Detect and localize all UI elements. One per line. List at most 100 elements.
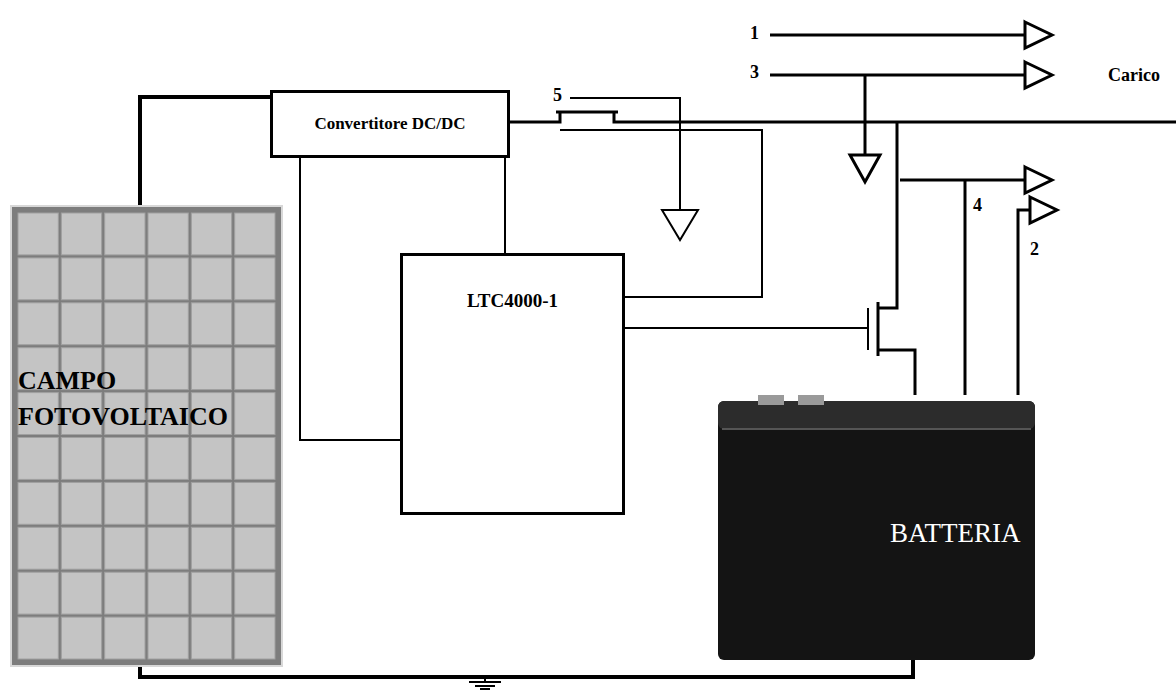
probe-triangle bbox=[1025, 62, 1052, 88]
pv-cell bbox=[148, 617, 188, 659]
pv-cell bbox=[18, 572, 58, 614]
pv-cell bbox=[148, 527, 188, 569]
pv-cell bbox=[235, 393, 275, 435]
box-title: Convertitore DC/DC bbox=[314, 114, 465, 134]
pv-cell bbox=[61, 617, 101, 659]
probe-wire bbox=[964, 180, 967, 395]
probe-triangle bbox=[850, 155, 880, 182]
pv-cell bbox=[61, 438, 101, 480]
battery-terminal bbox=[758, 395, 784, 405]
pv-cell bbox=[18, 482, 58, 524]
pv-cell bbox=[18, 438, 58, 480]
pv-cell bbox=[105, 258, 145, 300]
pv-cell bbox=[18, 303, 58, 345]
probe-triangle bbox=[1030, 197, 1057, 223]
mosfet-gate bbox=[867, 308, 869, 350]
pv-cell bbox=[191, 527, 231, 569]
pv-cell bbox=[61, 527, 101, 569]
array-title: CAMPO FOTOVOLTAICO bbox=[18, 363, 258, 436]
gate-wire bbox=[616, 130, 762, 297]
mosfet-gate bbox=[560, 129, 616, 131]
battery-lid bbox=[718, 401, 1035, 429]
mosfet-channel bbox=[877, 302, 880, 356]
pv-cell bbox=[191, 213, 231, 255]
probe-triangle bbox=[1025, 22, 1052, 48]
pv-cell bbox=[191, 438, 231, 480]
pv-cell bbox=[191, 482, 231, 524]
pv-cell bbox=[235, 438, 275, 480]
pv-cell bbox=[105, 572, 145, 614]
probe-number: 4 bbox=[973, 196, 982, 216]
pv-cell bbox=[18, 258, 58, 300]
box-title: LTC4000-1 bbox=[467, 290, 558, 313]
pv-cell bbox=[105, 617, 145, 659]
pv-cell bbox=[191, 303, 231, 345]
ground-symbol bbox=[480, 688, 490, 690]
pv-cell bbox=[235, 527, 275, 569]
pv-cell bbox=[105, 482, 145, 524]
gate-wire bbox=[625, 327, 868, 329]
pv-cell bbox=[235, 348, 275, 390]
probe-wire bbox=[1018, 210, 1030, 395]
pv-cell bbox=[191, 258, 231, 300]
pv-cell bbox=[18, 213, 58, 255]
pv-cell bbox=[148, 348, 188, 390]
probe-triangle bbox=[1025, 167, 1052, 193]
wire-connector bbox=[504, 158, 506, 253]
battery-body bbox=[718, 401, 1035, 660]
pv-panel-picture bbox=[10, 205, 283, 667]
controller-box: LTC4000-1 bbox=[400, 253, 625, 515]
probe-number: 1 bbox=[750, 24, 759, 44]
load-label: Carico bbox=[1108, 66, 1160, 86]
pv-cell bbox=[235, 482, 275, 524]
pv-cell bbox=[148, 303, 188, 345]
pv-cell bbox=[61, 303, 101, 345]
probe-wire bbox=[770, 74, 1025, 77]
probe-number: 2 bbox=[1030, 240, 1039, 260]
pv-cell bbox=[18, 527, 58, 569]
probe-wire bbox=[900, 179, 1025, 182]
probe-wire bbox=[864, 75, 867, 155]
probe-wire bbox=[770, 34, 1025, 37]
pv-cell bbox=[148, 572, 188, 614]
probe-wire bbox=[570, 98, 680, 210]
ground-symbol bbox=[475, 685, 495, 687]
wire bbox=[878, 350, 915, 395]
ground-symbol bbox=[469, 681, 501, 683]
probe-triangle bbox=[662, 210, 698, 240]
pv-cell bbox=[105, 303, 145, 345]
wire bbox=[878, 122, 897, 308]
wire-connector bbox=[140, 97, 270, 205]
panel-frame bbox=[11, 206, 282, 666]
pv-cell bbox=[105, 213, 145, 255]
pv-array: CAMPO FOTOVOLTAICO bbox=[10, 205, 283, 667]
battery-title: BATTERIA bbox=[890, 517, 1021, 549]
pv-cell bbox=[105, 438, 145, 480]
pv-cell bbox=[148, 258, 188, 300]
pv-cell bbox=[61, 572, 101, 614]
probe-number: 3 bbox=[750, 63, 759, 83]
pv-cell bbox=[235, 303, 275, 345]
process-box: Convertitore DC/DC bbox=[270, 90, 510, 158]
pv-cell bbox=[148, 438, 188, 480]
pv-cell bbox=[148, 213, 188, 255]
pv-cell bbox=[105, 527, 145, 569]
pv-cell bbox=[191, 348, 231, 390]
mosfet-channel bbox=[556, 111, 618, 114]
pv-cell bbox=[61, 482, 101, 524]
pv-cell bbox=[148, 482, 188, 524]
pv-cell bbox=[235, 213, 275, 255]
pv-cell bbox=[235, 258, 275, 300]
load-wire bbox=[614, 112, 1176, 122]
pv-cell bbox=[191, 617, 231, 659]
pv-cell bbox=[235, 572, 275, 614]
probe-number: 5 bbox=[553, 86, 562, 106]
wire bbox=[510, 112, 560, 122]
battery: BATTERIA bbox=[718, 395, 1035, 660]
pv-cell bbox=[61, 258, 101, 300]
pv-cell bbox=[235, 617, 275, 659]
pv-cell bbox=[18, 617, 58, 659]
pv-cell bbox=[61, 213, 101, 255]
pv-cell bbox=[191, 572, 231, 614]
